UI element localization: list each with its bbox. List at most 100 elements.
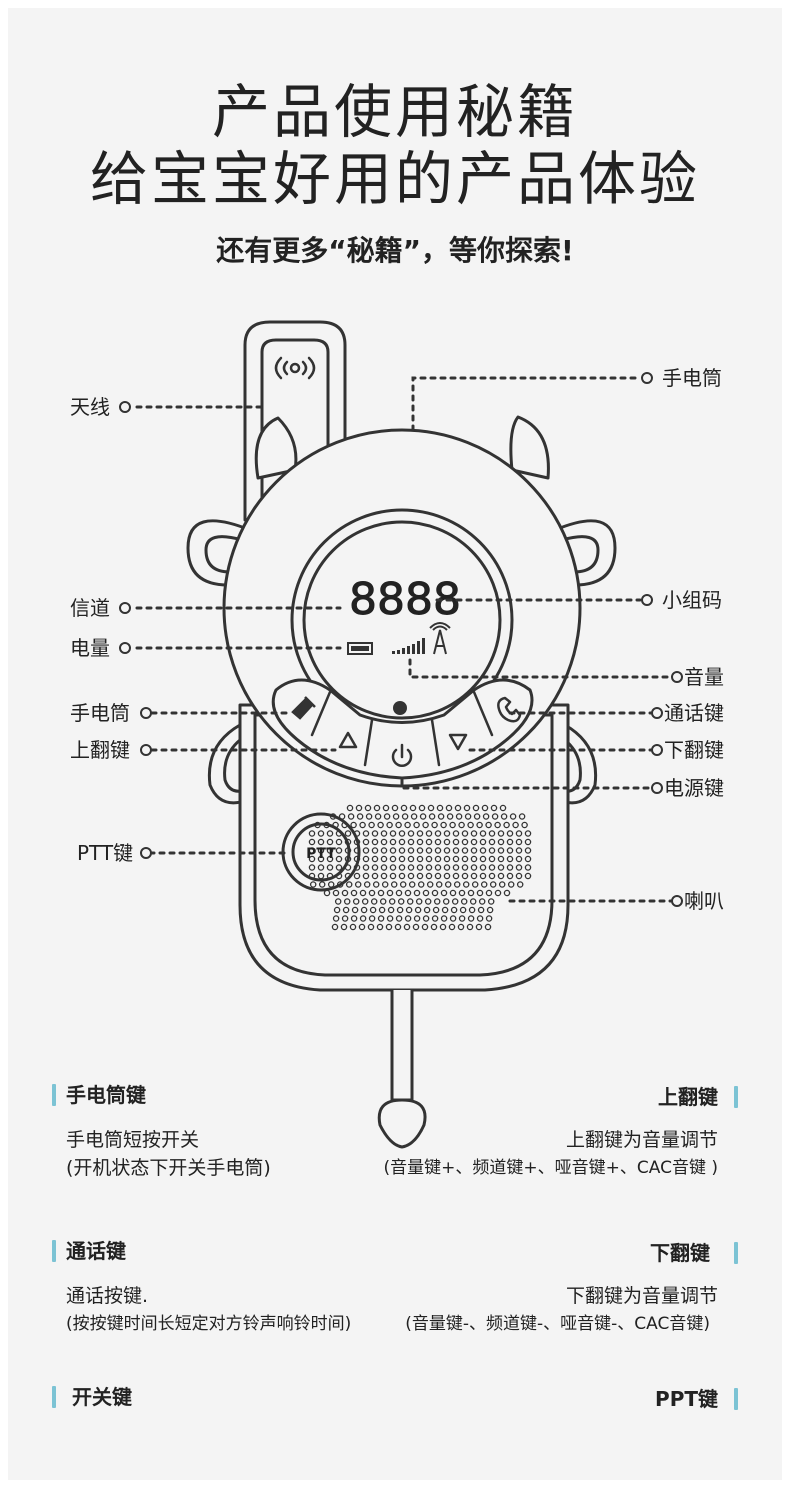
speaker-hole	[382, 804, 390, 812]
speaker-hole	[380, 855, 388, 863]
speaker-hole	[425, 872, 433, 880]
speaker-hole	[344, 838, 352, 846]
speaker-hole	[449, 821, 456, 829]
speaker-hole	[479, 847, 487, 854]
speaker-hole	[480, 881, 488, 888]
speaker-hole	[406, 898, 414, 905]
speaker-hole	[433, 898, 441, 905]
speaker-hole	[362, 855, 370, 863]
speaker-hole	[413, 821, 420, 829]
speaker-hole	[443, 847, 451, 854]
flashlight-icon	[291, 696, 316, 720]
speaker-hole	[497, 847, 505, 854]
page-title-line1: 产品使用秘籍	[211, 78, 578, 146]
speaker-hole	[335, 855, 343, 863]
speaker-hole	[425, 855, 433, 863]
speaker-hole	[336, 881, 344, 888]
speaker-hole	[329, 813, 337, 820]
speaker-hole	[359, 889, 367, 897]
speaker-hole	[466, 923, 474, 931]
speaker-hole	[308, 872, 316, 880]
speaker-hole	[439, 923, 447, 931]
speaker-hole	[449, 889, 457, 897]
speaker-hole	[389, 847, 397, 854]
speaker-hole	[407, 855, 415, 863]
speaker-hole	[350, 915, 358, 922]
speaker-hole	[434, 830, 442, 837]
speaker-hole	[435, 881, 443, 888]
speaker-hole	[361, 898, 369, 905]
lanyard-strap	[390, 988, 414, 1102]
speaker-hole	[489, 881, 497, 888]
speaker-hole	[479, 872, 487, 880]
speaker-hole	[426, 881, 434, 888]
speaker-hole	[404, 821, 411, 829]
speaker-hole	[479, 830, 487, 837]
speaker-hole	[424, 898, 432, 905]
speaker-hole	[317, 847, 325, 854]
speaker-hole	[452, 872, 460, 880]
speaker-hole	[364, 804, 372, 812]
speaker-hole	[412, 923, 420, 931]
speaker-hole	[371, 855, 379, 863]
speaker-hole	[371, 838, 379, 846]
speaker-hole	[383, 813, 391, 820]
up-arrow-icon	[338, 731, 358, 749]
speaker-hole	[461, 847, 469, 854]
speaker-hole	[362, 864, 370, 871]
speaker-hole	[428, 813, 436, 820]
signal-bars-icon	[392, 638, 425, 654]
speaker-hole	[506, 847, 514, 854]
speaker-hole	[443, 855, 451, 863]
speaker-hole	[369, 906, 377, 914]
speaker-hole	[512, 821, 519, 829]
speaker-hole	[416, 864, 424, 871]
speaker-hole	[507, 881, 515, 888]
speaker-hole	[516, 881, 524, 888]
speaker-hole	[326, 864, 334, 871]
speaker-hole	[436, 804, 444, 812]
speaker-hole	[413, 915, 421, 922]
speaker-hole	[461, 830, 469, 837]
speaker-hole	[414, 906, 422, 914]
callout-down-key: 下翻键	[664, 738, 724, 762]
speaker-hole	[473, 813, 481, 820]
feature-power-title: 开关键	[72, 1385, 132, 1409]
speaker-hole	[440, 889, 448, 897]
callout-volume: 音量	[684, 665, 724, 689]
speaker-hole	[308, 838, 316, 846]
speaker-hole	[346, 804, 354, 812]
speaker-hole	[326, 847, 334, 854]
speaker-hole	[494, 889, 502, 897]
wireless-icon	[274, 356, 316, 380]
speaker-hole	[464, 813, 472, 820]
speaker-hole	[518, 813, 526, 820]
speaker-hole	[467, 915, 475, 922]
speaker-hole	[317, 872, 325, 880]
ptt-button-label: PTT	[306, 846, 336, 862]
speaker-hole	[524, 864, 532, 871]
speaker-hole	[491, 813, 499, 820]
callout-flashlight-top: 手电筒	[662, 366, 722, 390]
speaker-hole	[401, 813, 409, 820]
speaker-hole	[524, 838, 532, 846]
speaker-hole	[469, 898, 477, 905]
speaker-hole	[479, 838, 487, 846]
speaker-hole	[379, 898, 387, 905]
speaker-hole	[515, 872, 523, 880]
speaker-hole	[488, 864, 496, 871]
speaker-hole	[430, 923, 438, 931]
speaker-hole	[347, 813, 355, 820]
speaker-hole	[309, 881, 317, 888]
speaker-hole	[515, 838, 523, 846]
speaker-hole	[341, 821, 348, 829]
speaker-hole	[333, 906, 341, 914]
speaker-hole	[524, 872, 532, 880]
button-panel	[271, 678, 534, 780]
speaker-hole	[515, 864, 523, 871]
speaker-hole	[386, 889, 394, 897]
speaker-hole	[422, 889, 430, 897]
speaker-hole	[353, 855, 361, 863]
accent-bar	[52, 1240, 56, 1262]
